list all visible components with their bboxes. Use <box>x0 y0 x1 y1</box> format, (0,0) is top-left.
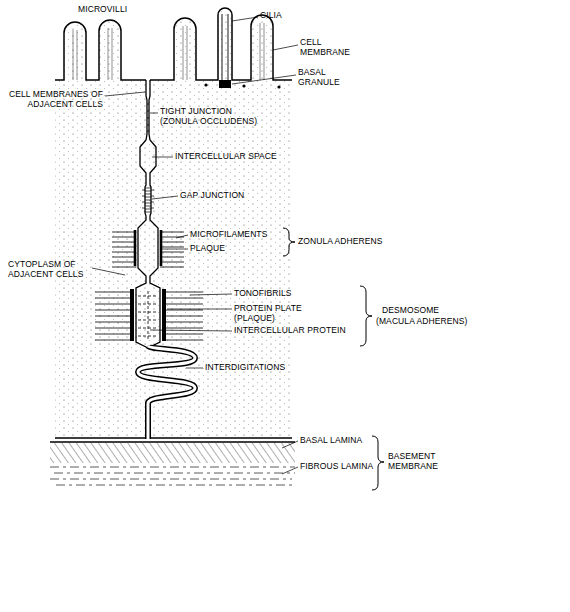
leader-lines <box>92 17 298 474</box>
cilium-axoneme <box>222 14 228 80</box>
part-label: INTERCELLULAR SPACE <box>175 152 277 162</box>
part-label: (MACULA ADHERENS) <box>376 317 467 327</box>
part-label: CELL MEMBRANE <box>300 38 352 58</box>
zonula-plaque <box>135 230 161 266</box>
part-label: PLAQUE <box>190 244 225 254</box>
left-cell-membrane <box>136 80 147 347</box>
interdigitation-gap <box>138 346 195 439</box>
part-label: CILIA <box>260 11 282 21</box>
part-label: BASEMENT MEMBRANE <box>388 452 444 472</box>
part-label: BASAL GRANULE <box>298 68 352 88</box>
microfilaments <box>112 232 184 267</box>
part-label: TONOFIBRILS <box>234 289 292 299</box>
part-label: CYTOPLASM OF ADJACENT CELLS <box>8 260 90 280</box>
protein-plate <box>130 289 134 341</box>
basal-granule <box>219 80 231 88</box>
gap-junction-channels <box>142 188 154 212</box>
cytoplasm-stipple <box>55 8 292 438</box>
part-label: FIBROUS LAMINA <box>300 462 373 472</box>
bracket <box>283 228 295 256</box>
intercellular-protein <box>138 291 158 340</box>
basal-cell-membrane <box>50 438 295 442</box>
tight-junction-fusion <box>147 104 149 131</box>
interdigitation-outer <box>138 346 195 439</box>
fibrous-lamina <box>50 467 295 485</box>
part-label: MICROFILAMENTS <box>190 230 267 240</box>
part-label: ZONULA ADHERENS <box>298 237 383 247</box>
right-cell-membrane <box>149 80 160 347</box>
part-label: DESMOSOME <box>382 306 439 316</box>
part-label: PROTEIN PLATE (PLAQUE) <box>234 304 314 324</box>
bracket <box>372 436 384 490</box>
part-label: INTERDIGITATIONS <box>205 363 285 373</box>
part-label: GAP JUNCTION <box>180 191 244 201</box>
part-label: MICROVILLI <box>78 5 127 15</box>
part-label: CELL MEMBRANES OF ADJACENT CELLS <box>8 90 103 110</box>
part-label: BASAL LAMINA <box>300 436 362 446</box>
tonofibrils <box>95 292 203 340</box>
basal-lamina <box>50 443 295 463</box>
part-label: INTERCELLULAR PROTEIN <box>234 326 346 336</box>
granule-dots <box>204 83 280 88</box>
bracket <box>360 286 372 346</box>
apical-membrane <box>55 8 292 80</box>
protein-plate <box>162 289 166 341</box>
part-label: TIGHT JUNCTION (ZONULA OCCLUDENS) <box>160 107 265 127</box>
microvillus-core <box>73 23 264 80</box>
